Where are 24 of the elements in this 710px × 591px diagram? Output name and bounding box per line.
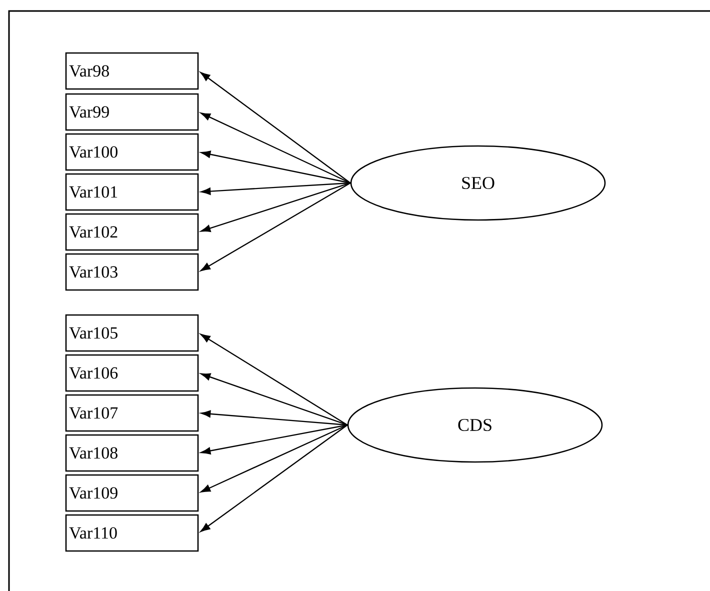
variable-box: Var107	[65, 394, 199, 432]
arrow	[200, 182, 350, 195]
variable-box: Var105	[65, 314, 199, 352]
variable-box: Var108	[65, 434, 199, 472]
arrow	[200, 112, 351, 184]
arrow	[200, 150, 350, 184]
arrow	[200, 72, 351, 184]
arrow	[200, 182, 351, 272]
variable-box: Var101	[65, 173, 199, 211]
arrow	[200, 182, 351, 232]
variable-box: Var99	[65, 93, 199, 131]
arrow	[200, 410, 348, 426]
arrow	[200, 334, 348, 426]
variable-box: Var98	[65, 52, 199, 90]
arrow	[200, 424, 348, 532]
arrow	[200, 424, 348, 492]
arrow	[200, 424, 348, 454]
variable-box: Var100	[65, 133, 199, 171]
variable-box: Var106	[65, 354, 199, 392]
variable-box: Var110	[65, 514, 199, 552]
variable-box: Var109	[65, 474, 199, 512]
arrow	[200, 373, 348, 426]
variable-box: Var103	[65, 253, 199, 291]
variable-box: Var102	[65, 213, 199, 251]
